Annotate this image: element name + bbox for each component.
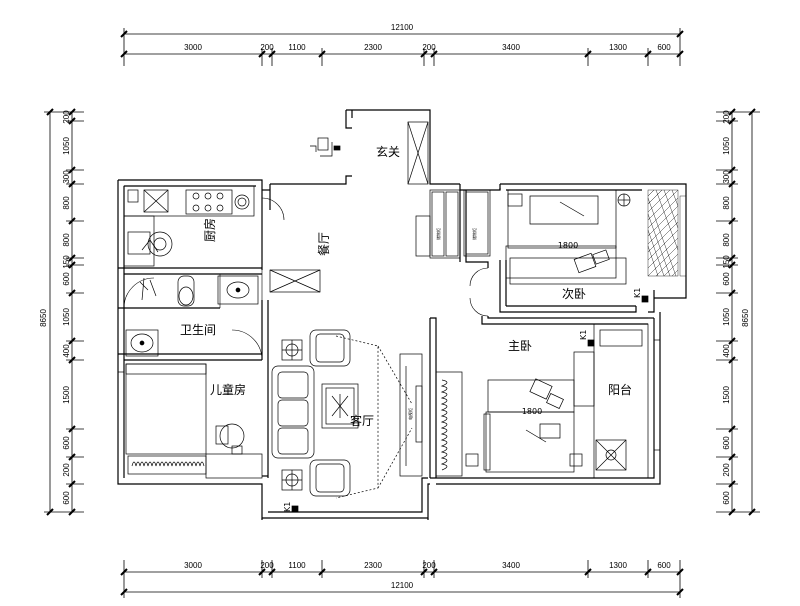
top-dim-2: 200 — [260, 43, 274, 52]
left-dim-3: 300 — [62, 170, 71, 184]
bottom-dim-3: 1100 — [288, 561, 306, 570]
top-dim-3: 1100 — [288, 43, 306, 52]
bottom-dim-5: 200 — [422, 561, 436, 570]
top-dim-6: 3400 — [502, 43, 520, 52]
right-dim-3: 300 — [722, 170, 731, 184]
left-dim-4: 800 — [62, 196, 71, 210]
left-dim-12: 200 — [62, 463, 71, 477]
left-dim-5: 800 — [62, 233, 71, 247]
room-labels: 玄关 餐厅 厨房 卫生间 儿童房 客厅 主卧 次卧 阳台 — [180, 144, 632, 428]
bottom-dim-1: 3000 — [184, 561, 202, 570]
left-dim-13: 600 — [62, 491, 71, 505]
top-dim-5: 200 — [422, 43, 436, 52]
kitchen-fixtures — [123, 185, 255, 267]
left-dim-8: 1050 — [62, 308, 71, 326]
right-dim-4: 800 — [722, 196, 731, 210]
right-dim-6: 150 — [722, 255, 731, 269]
left-dim-10: 1500 — [62, 386, 71, 404]
room-label-balcony: 阳台 — [608, 382, 632, 397]
kids-room-furniture — [125, 363, 263, 479]
left-dim-7: 600 — [62, 272, 71, 286]
right-dim-9: 400 — [722, 344, 731, 358]
room-label-kitchen: 厨房 — [202, 218, 217, 242]
top-dimensions — [120, 28, 684, 66]
room-label-living: 客厅 — [350, 413, 374, 428]
k1-label-second: K1 — [633, 288, 642, 298]
room-label-bathroom: 卫生间 — [180, 323, 216, 337]
bottom-dim-4: 2300 — [364, 561, 382, 570]
left-dim-11: 600 — [62, 436, 71, 450]
top-dim-8: 600 — [657, 43, 671, 52]
wardrobe-second — [415, 189, 491, 259]
bottom-dim-7: 1300 — [609, 561, 627, 570]
right-total-label: 8650 — [741, 309, 750, 327]
left-dim-6: 150 — [62, 255, 71, 269]
k1-label-master: K1 — [579, 330, 588, 340]
left-dim-1: 200 — [62, 110, 71, 124]
room-label-master: 主卧 — [508, 339, 532, 353]
right-dim-12: 200 — [722, 463, 731, 477]
room-label-second: 次卧 — [562, 287, 586, 301]
closet-label-2: 储物柜 — [471, 228, 477, 240]
walls — [117, 109, 687, 520]
right-dim-5: 800 — [722, 233, 731, 247]
dimension-labels: 12100 3000 200 1100 2300 200 3400 1300 6… — [39, 23, 750, 590]
bottom-dim-2: 200 — [260, 561, 274, 570]
room-label-dining: 餐厅 — [316, 232, 331, 256]
right-dim-10: 1500 — [722, 386, 731, 404]
bottom-dim-6: 3400 — [502, 561, 520, 570]
left-dim-2: 1050 — [62, 137, 71, 155]
living-furniture — [271, 329, 423, 499]
right-dim-2: 1050 — [722, 137, 731, 155]
second-window-hatch — [647, 189, 687, 277]
right-dim-13: 600 — [722, 491, 731, 505]
master-furniture — [435, 351, 595, 477]
room-label-entrance: 玄关 — [376, 144, 400, 159]
right-dimensions — [716, 108, 760, 516]
left-dim-9: 400 — [62, 344, 71, 358]
second-furniture — [505, 189, 631, 285]
right-dim-1: 200 — [722, 110, 731, 124]
k1-label-living: K1 — [283, 502, 292, 512]
bottom-dim-8: 600 — [657, 561, 671, 570]
master-bed-size: 1800 — [522, 407, 542, 416]
k1-markers — [291, 295, 649, 513]
misc-labels: 1800 1800 K1 K1 K1 储物柜 储物柜 电视柜 — [283, 228, 642, 512]
bathroom-fixtures — [117, 275, 259, 373]
right-dim-7: 600 — [722, 272, 731, 286]
balcony — [593, 323, 661, 479]
tv-cabinet-label: 电视柜 — [407, 408, 413, 420]
top-dim-7: 1300 — [609, 43, 627, 52]
closet-label-1: 储物柜 — [435, 228, 441, 240]
right-dim-11: 600 — [722, 436, 731, 450]
second-bed-size: 1800 — [558, 241, 578, 250]
doors — [123, 197, 489, 361]
left-total-label: 8650 — [39, 309, 48, 327]
bottom-dimensions — [120, 560, 684, 598]
top-dim-1: 3000 — [184, 43, 202, 52]
entry-shoe-cabinet — [407, 121, 429, 185]
left-dimensions — [44, 108, 84, 516]
top-total-label: 12100 — [391, 23, 414, 32]
bottom-total-label: 12100 — [391, 581, 414, 590]
dining-sideboard — [269, 269, 321, 293]
entry-door-marker — [310, 137, 341, 157]
right-dim-8: 1050 — [722, 308, 731, 326]
top-dim-4: 2300 — [364, 43, 382, 52]
room-label-kids: 儿童房 — [210, 382, 246, 397]
